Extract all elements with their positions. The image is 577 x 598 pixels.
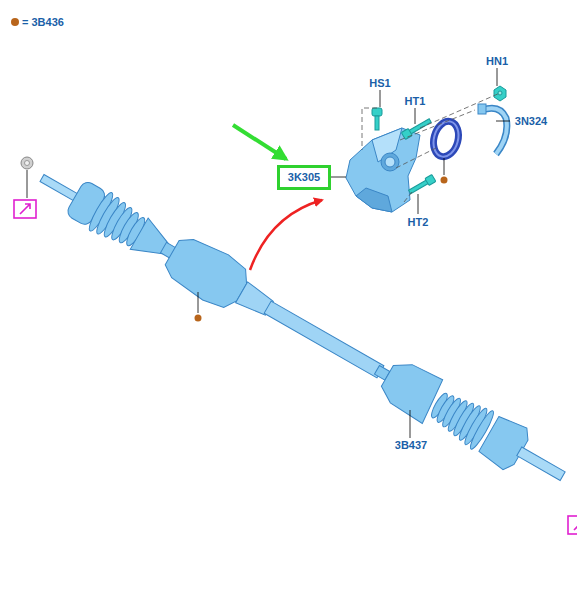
callout-number: 3B437 <box>394 439 428 452</box>
legend-entry: = 3B436 <box>11 16 64 28</box>
legend-swatch <box>11 18 19 26</box>
callout-number: HT2 <box>407 216 430 229</box>
callout-number: HS1 <box>368 77 391 90</box>
part-number-box: 3K305 <box>277 165 331 190</box>
legend-text: = 3B436 <box>22 16 64 28</box>
callout-number: 3N324 <box>514 115 548 128</box>
callout-number: HT1 <box>404 95 427 108</box>
part-number: 3K305 <box>288 171 320 183</box>
callout-number: HN1 <box>485 55 509 68</box>
